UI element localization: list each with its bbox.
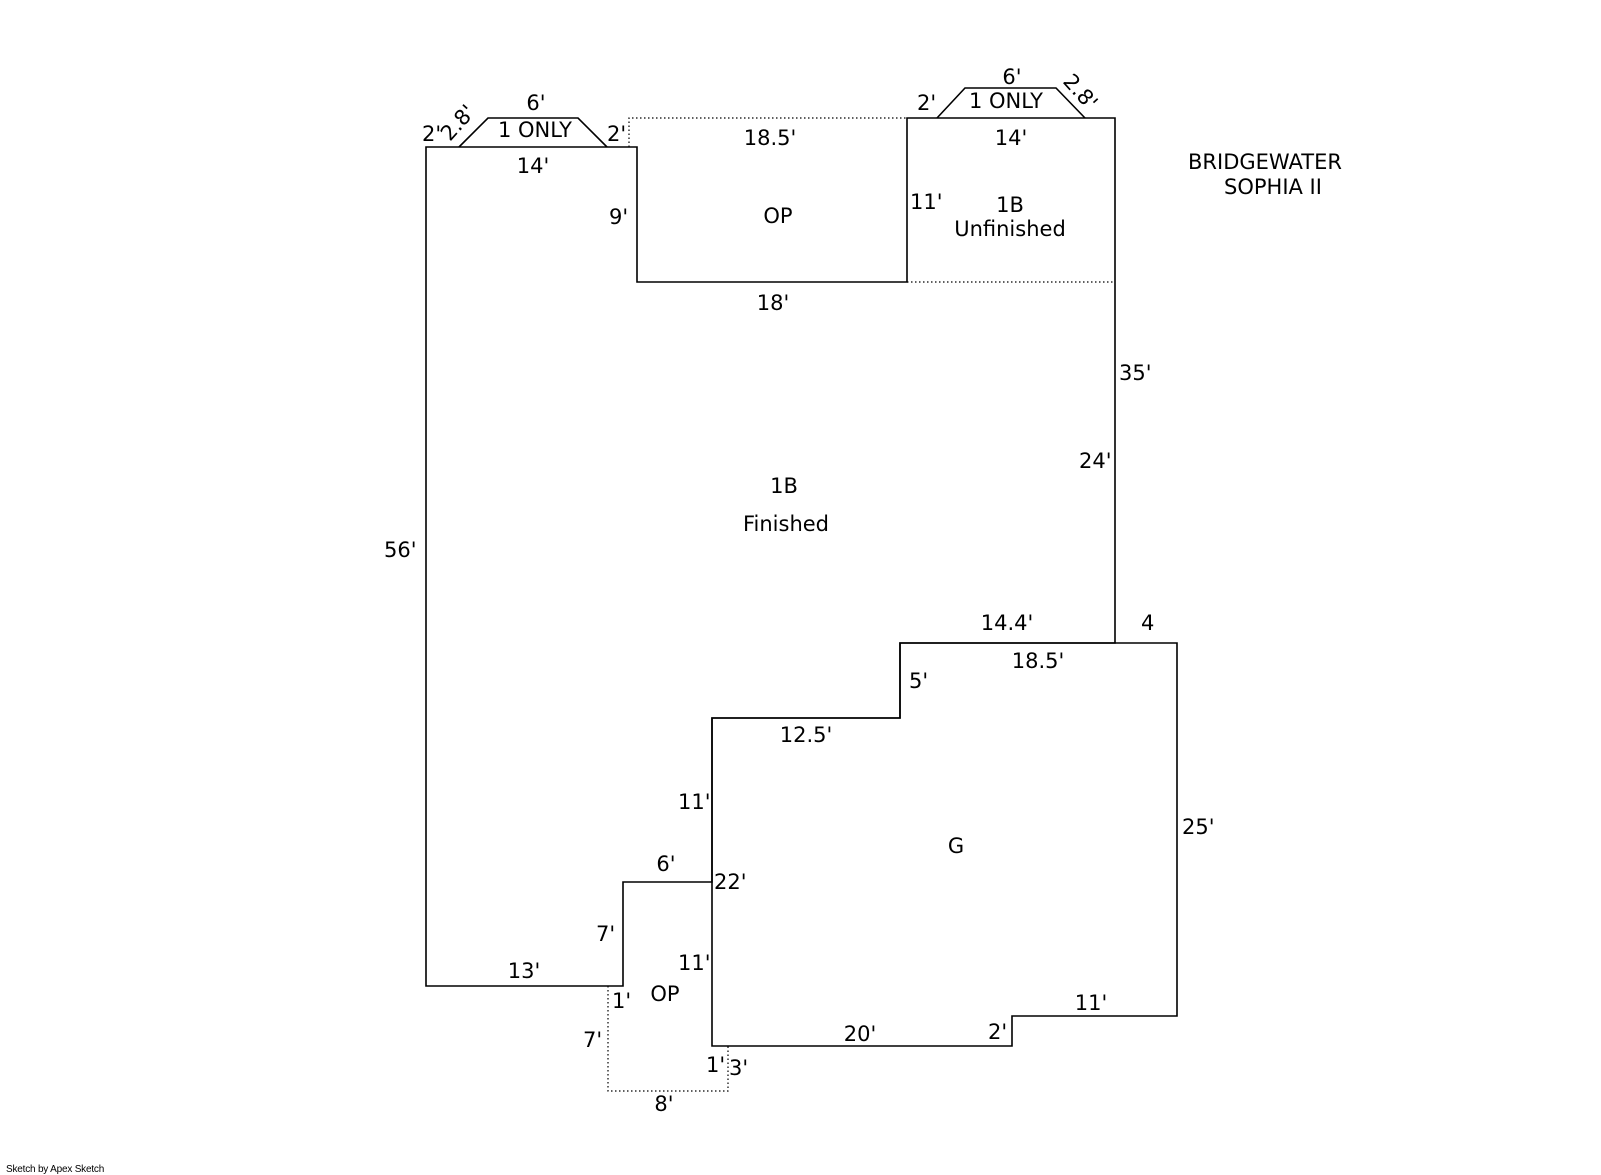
main-house-outline bbox=[425, 117, 1116, 987]
porch-bottom-label: OP bbox=[650, 982, 679, 1006]
dim-op-7: 7' bbox=[583, 1028, 602, 1052]
porch-top-edge bbox=[628, 117, 907, 147]
left-bay-window bbox=[458, 117, 608, 148]
dim-notch-6: 6' bbox=[656, 852, 675, 876]
right-bay-label: 1 ONLY bbox=[969, 89, 1043, 113]
dim-op-3: 3' bbox=[729, 1056, 748, 1080]
dim-left-height: 56' bbox=[384, 538, 417, 562]
dim-left-bay-diagonal: 2.8' bbox=[436, 100, 480, 145]
dim-op-8: 8' bbox=[654, 1092, 673, 1116]
unfinished-area-code: 1B bbox=[996, 193, 1024, 217]
porch-top-label: OP bbox=[763, 204, 792, 228]
unfinished-area-name: Unfinished bbox=[954, 217, 1066, 241]
dim-right-bay-angle-left: 2' bbox=[917, 91, 936, 115]
main-area-name: Finished bbox=[743, 512, 829, 536]
dim-right-24: 24' bbox=[1079, 449, 1112, 473]
dim-porch-bottom-width: 18' bbox=[757, 291, 790, 315]
sketch-credit: Sketch by Apex Sketch bbox=[6, 1164, 105, 1175]
dim-garage-left-upper: 11' bbox=[678, 790, 711, 814]
dim-notch-7: 7' bbox=[596, 922, 615, 946]
dim-left-top: 14' bbox=[517, 154, 550, 178]
dim-garage-top: 18.5' bbox=[1012, 649, 1065, 673]
dim-left-notch: 9' bbox=[609, 205, 628, 229]
garage-outline bbox=[711, 642, 1178, 1047]
dim-op-1-bottom: 1' bbox=[706, 1053, 725, 1077]
dim-left-bay-top: 6' bbox=[526, 91, 545, 115]
dim-garage-bottom-right: 11' bbox=[1075, 991, 1108, 1015]
right-bay-window bbox=[936, 87, 1086, 119]
left-bay-label: 1 ONLY bbox=[498, 118, 572, 142]
dim-step-5: 5' bbox=[909, 669, 928, 693]
dim-garage-right: 25' bbox=[1182, 815, 1215, 839]
dim-garage-step-2: 2' bbox=[988, 1020, 1007, 1044]
dim-garage-left-total: 22' bbox=[714, 870, 747, 894]
dim-left-bay-angle-right: 2' bbox=[607, 122, 626, 146]
garage-label: G bbox=[948, 834, 964, 858]
dim-left-bay-angle-left: 2' bbox=[422, 122, 441, 146]
main-area-code: 1B bbox=[770, 474, 798, 498]
dim-right-35: 35' bbox=[1119, 361, 1152, 385]
dim-right-bay-top: 6' bbox=[1002, 65, 1021, 89]
model-name: SOPHIA II bbox=[1224, 175, 1322, 199]
dim-op-1-top: 1' bbox=[612, 989, 631, 1013]
dim-garage-bottom: 20' bbox=[844, 1022, 877, 1046]
dim-step-4: 4 bbox=[1141, 611, 1154, 635]
dim-right-bay-diagonal: 2.8' bbox=[1058, 69, 1102, 114]
dim-porch-top-width: 18.5' bbox=[744, 126, 797, 150]
dim-step-12-5: 12.5' bbox=[780, 723, 833, 747]
project-name: BRIDGEWATER bbox=[1188, 150, 1342, 174]
dim-unfinished-left: 11' bbox=[910, 190, 943, 214]
dim-step-14-4: 14.4' bbox=[981, 611, 1034, 635]
porch-bottom-outline bbox=[607, 986, 729, 1092]
dim-bottom-13: 13' bbox=[508, 959, 541, 983]
dim-unfinished-top: 14' bbox=[995, 126, 1028, 150]
dim-garage-left-lower: 11' bbox=[678, 951, 711, 975]
